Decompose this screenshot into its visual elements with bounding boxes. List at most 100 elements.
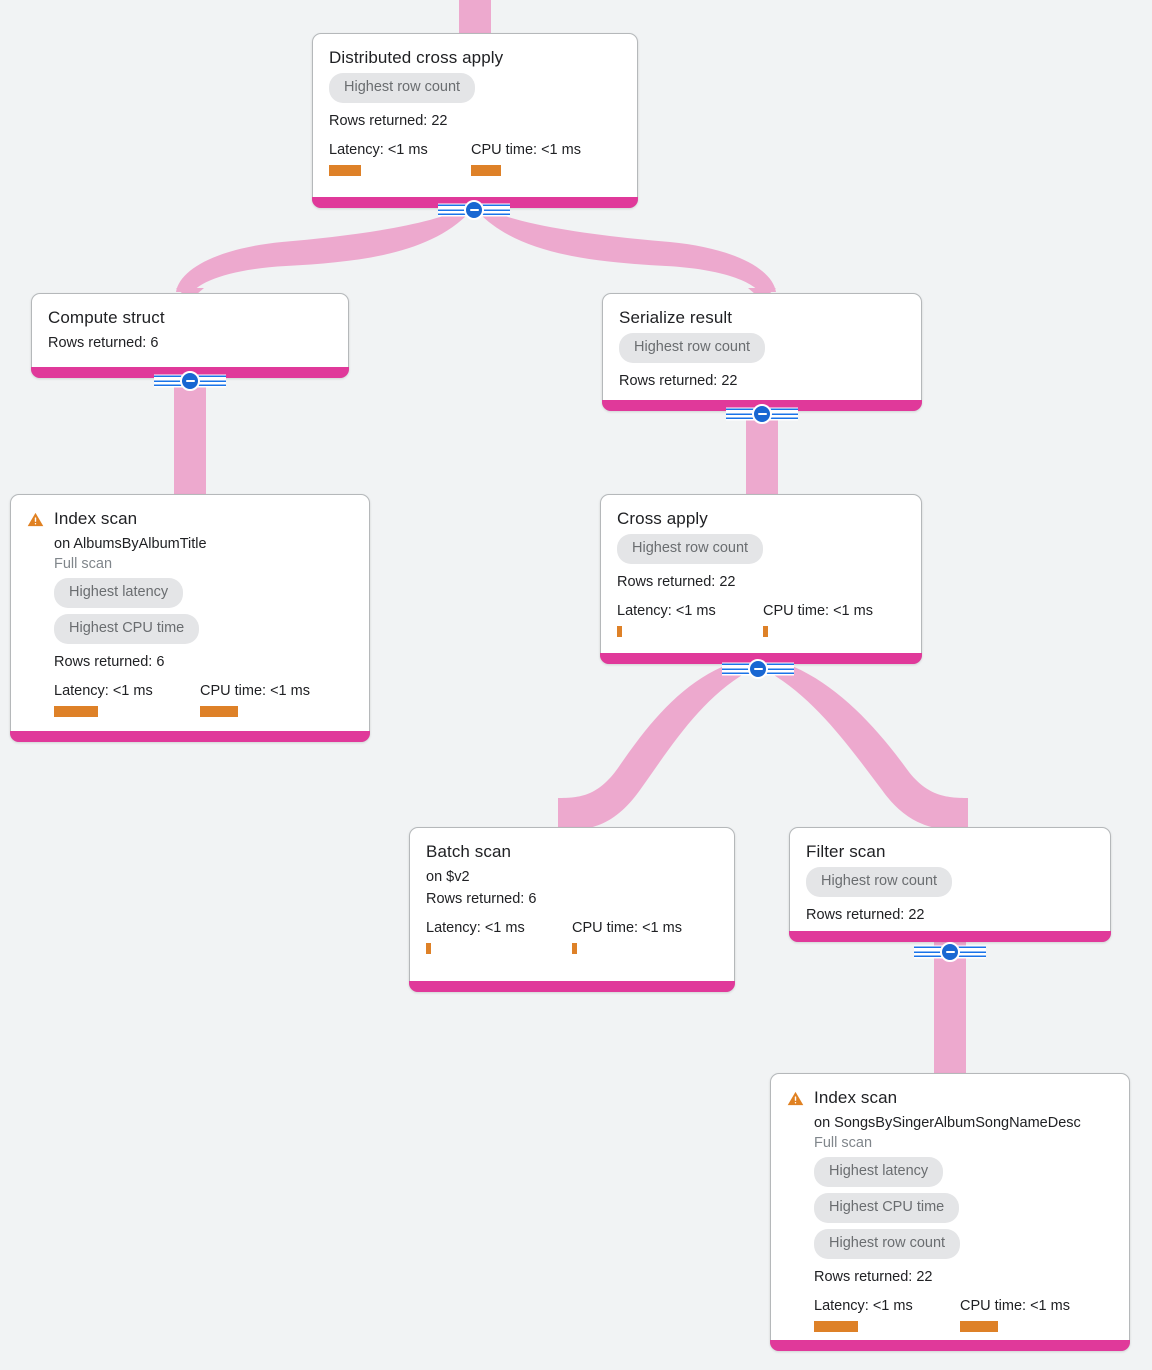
node-distributed-cross-apply[interactable]: Distributed cross apply Highest row coun… bbox=[312, 33, 638, 208]
node-subtitle: on SongsBySingerAlbumSongNameDesc bbox=[814, 1115, 1081, 1131]
metric-cpu: CPU time: <1 ms bbox=[572, 919, 682, 954]
metric-latency: Latency: <1 ms bbox=[814, 1297, 960, 1332]
rows-returned: Rows returned: 6 bbox=[426, 891, 537, 907]
node-accent-bar bbox=[600, 653, 922, 664]
metric-latency-bar bbox=[426, 943, 431, 954]
metric-latency-bar bbox=[617, 626, 622, 637]
chip-highest-row-count[interactable]: Highest row count bbox=[619, 333, 766, 363]
metric-cpu-bar bbox=[471, 165, 501, 176]
edge-dca-compute bbox=[176, 206, 470, 296]
metric-latency-label: Latency: <1 ms bbox=[329, 142, 428, 158]
node-chips: Highest latency Highest CPU time Highest… bbox=[814, 1157, 1113, 1265]
collapse-toggle-serialize-result[interactable] bbox=[726, 401, 798, 427]
chip-highest-row-count[interactable]: Highest row count bbox=[814, 1229, 961, 1259]
metric-latency-bar bbox=[329, 165, 361, 176]
metric-latency-bar bbox=[814, 1321, 858, 1332]
metric-cpu: CPU time: <1 ms bbox=[960, 1297, 1070, 1332]
metric-cpu: CPU time: <1 ms bbox=[471, 141, 581, 176]
node-chips: Highest row count bbox=[806, 867, 1094, 903]
node-title: Compute struct bbox=[48, 308, 165, 327]
warning-triangle-icon bbox=[27, 512, 44, 527]
edge-dca-serialize bbox=[478, 206, 776, 296]
node-accent-bar bbox=[10, 731, 370, 742]
edge-cross-batch bbox=[558, 664, 747, 831]
node-scan-note: Full scan bbox=[814, 1135, 873, 1151]
node-header: Index scan on AlbumsByAlbumTitle Full sc… bbox=[27, 508, 353, 717]
node-metrics: Latency: <1 ms CPU time: <1 ms bbox=[426, 919, 718, 954]
rows-returned: Rows returned: 22 bbox=[329, 113, 448, 129]
node-title: Cross apply bbox=[617, 509, 708, 528]
node-chips: Highest row count bbox=[329, 73, 621, 109]
node-compute-struct[interactable]: Compute struct Rows returned: 6 bbox=[31, 293, 349, 378]
metric-latency: Latency: <1 ms bbox=[617, 602, 763, 637]
node-header: Filter scan Highest row count Rows retur… bbox=[806, 841, 1094, 925]
metric-latency-label: Latency: <1 ms bbox=[426, 920, 525, 936]
collapse-toggle-distributed-cross-apply[interactable] bbox=[438, 197, 510, 223]
metric-cpu: CPU time: <1 ms bbox=[200, 682, 310, 717]
metric-latency-bar bbox=[54, 706, 98, 717]
rows-returned: Rows returned: 6 bbox=[54, 654, 165, 670]
metric-latency: Latency: <1 ms bbox=[54, 682, 200, 717]
chip-highest-latency[interactable]: Highest latency bbox=[54, 578, 184, 608]
node-header: Distributed cross apply Highest row coun… bbox=[329, 47, 621, 176]
node-title: Index scan bbox=[54, 509, 138, 528]
chip-highest-row-count[interactable]: Highest row count bbox=[617, 534, 764, 564]
node-title: Batch scan bbox=[426, 842, 512, 861]
minus-icon bbox=[940, 942, 960, 962]
metric-latency-label: Latency: <1 ms bbox=[814, 1298, 913, 1314]
collapse-toggle-compute-struct[interactable] bbox=[154, 368, 226, 394]
node-header: Compute struct Rows returned: 6 bbox=[48, 307, 332, 353]
chip-highest-cpu-time[interactable]: Highest CPU time bbox=[814, 1193, 960, 1223]
node-index-scan-songs[interactable]: Index scan on SongsBySingerAlbumSongName… bbox=[770, 1073, 1130, 1351]
node-scan-note: Full scan bbox=[54, 556, 113, 572]
node-metrics: Latency: <1 ms CPU time: <1 ms bbox=[617, 602, 905, 637]
node-accent-bar bbox=[789, 931, 1111, 942]
metric-latency: Latency: <1 ms bbox=[329, 141, 471, 176]
node-filter-scan[interactable]: Filter scan Highest row count Rows retur… bbox=[789, 827, 1111, 942]
node-title: Filter scan bbox=[806, 842, 886, 861]
node-subtitle: on $v2 bbox=[426, 869, 470, 885]
node-title: Distributed cross apply bbox=[329, 48, 504, 67]
node-chips: Highest row count bbox=[619, 333, 905, 369]
node-title: Index scan bbox=[814, 1088, 898, 1107]
node-accent-bar bbox=[409, 981, 735, 992]
node-serialize-result[interactable]: Serialize result Highest row count Rows … bbox=[602, 293, 922, 411]
rows-returned: Rows returned: 6 bbox=[48, 335, 159, 351]
metric-cpu-bar bbox=[572, 943, 577, 954]
node-cross-apply[interactable]: Cross apply Highest row count Rows retur… bbox=[600, 494, 922, 664]
minus-icon bbox=[748, 659, 768, 679]
metric-cpu-label: CPU time: <1 ms bbox=[960, 1298, 1070, 1314]
node-accent-bar bbox=[770, 1340, 1130, 1351]
chip-highest-latency[interactable]: Highest latency bbox=[814, 1157, 944, 1187]
minus-icon bbox=[180, 371, 200, 391]
node-header: Cross apply Highest row count Rows retur… bbox=[617, 508, 905, 637]
minus-icon bbox=[752, 404, 772, 424]
node-index-scan-albums[interactable]: Index scan on AlbumsByAlbumTitle Full sc… bbox=[10, 494, 370, 742]
warning-triangle-icon bbox=[787, 1091, 804, 1106]
node-header: Serialize result Highest row count Rows … bbox=[619, 307, 905, 391]
node-metrics: Latency: <1 ms CPU time: <1 ms bbox=[54, 682, 353, 717]
chip-highest-cpu-time[interactable]: Highest CPU time bbox=[54, 614, 200, 644]
edge-compute-index bbox=[174, 380, 206, 498]
chip-highest-row-count[interactable]: Highest row count bbox=[329, 73, 476, 103]
node-title: Serialize result bbox=[619, 308, 733, 327]
node-subtitle: on AlbumsByAlbumTitle bbox=[54, 536, 207, 552]
node-header: Index scan on SongsBySingerAlbumSongName… bbox=[787, 1087, 1113, 1332]
metric-latency: Latency: <1 ms bbox=[426, 919, 572, 954]
collapse-toggle-filter-scan[interactable] bbox=[914, 939, 986, 965]
metric-latency-label: Latency: <1 ms bbox=[617, 603, 716, 619]
rows-returned: Rows returned: 22 bbox=[617, 574, 736, 590]
chip-highest-row-count[interactable]: Highest row count bbox=[806, 867, 953, 897]
node-batch-scan[interactable]: Batch scan on $v2 Rows returned: 6 Laten… bbox=[409, 827, 735, 992]
collapse-toggle-cross-apply[interactable] bbox=[722, 656, 794, 682]
node-metrics: Latency: <1 ms CPU time: <1 ms bbox=[329, 141, 621, 176]
minus-icon bbox=[464, 200, 484, 220]
metric-cpu-label: CPU time: <1 ms bbox=[763, 603, 873, 619]
metric-cpu-bar bbox=[960, 1321, 998, 1332]
rows-returned: Rows returned: 22 bbox=[814, 1269, 933, 1285]
edge-cross-filter bbox=[769, 664, 968, 831]
rows-returned: Rows returned: 22 bbox=[619, 373, 738, 389]
node-chips: Highest row count bbox=[617, 534, 905, 570]
metric-cpu-bar bbox=[200, 706, 238, 717]
